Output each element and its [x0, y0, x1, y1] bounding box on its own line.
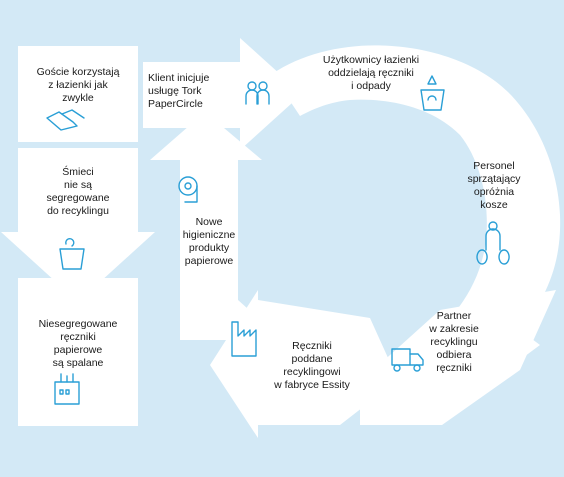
new-products-label: Nowe higieniczne produkty papierowe	[182, 216, 236, 267]
client-arrow	[143, 38, 302, 150]
trash-icon	[59, 238, 85, 270]
people-icon	[245, 81, 270, 105]
partner-arrow	[360, 290, 556, 425]
cleaner-icon	[476, 221, 510, 265]
incinerator-icon	[54, 373, 80, 405]
guests-label: Goście korzystają z łazienki jak zwykle	[36, 66, 120, 104]
recycled-label: Ręczniki poddane recyklingowi w fabryce …	[274, 340, 350, 391]
users-label: Użytkownicy łazienki oddzielają ręczniki…	[322, 54, 420, 92]
recycle-bin-icon	[420, 75, 445, 111]
partner-label: Partner w zakresie recyklingu odbiera rę…	[429, 310, 479, 374]
client-label: Klient inicjuje usługę Tork PaperCircle	[148, 72, 210, 110]
waste-arrow	[1, 148, 155, 302]
toilet-roll-icon	[178, 176, 198, 203]
truck-icon	[391, 348, 424, 372]
waste-label: Śmieci nie są segregowane do recyklingu	[46, 166, 110, 217]
staff-label: Personel sprzątający opróżnia kosze	[467, 160, 521, 211]
guests-box	[18, 46, 138, 142]
factory-icon	[231, 321, 257, 357]
burned-label: Niesegregowane ręczniki papierowe są spa…	[38, 318, 118, 369]
burned-box	[18, 278, 138, 426]
new-products-arrow	[150, 112, 262, 340]
hand-towel-icon	[46, 109, 85, 131]
